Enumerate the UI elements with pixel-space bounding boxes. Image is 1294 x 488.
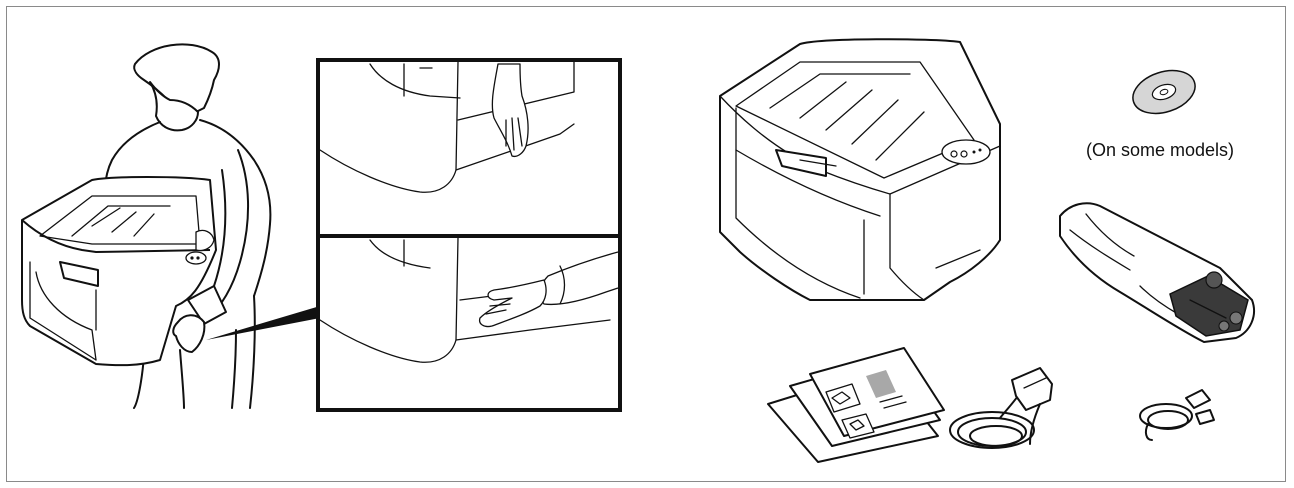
- toner-bag-icon: [1060, 203, 1254, 342]
- power-cord-icon: [950, 368, 1052, 448]
- usb-cable-icon: [1140, 390, 1214, 440]
- on-some-models-caption: (On some models): [1086, 140, 1234, 161]
- document-icon: [768, 348, 944, 462]
- cd-disc-icon: [1127, 63, 1200, 121]
- inset-panels: [318, 60, 620, 410]
- printer-icon: [720, 39, 1000, 300]
- person-carrying-printer-icon: [22, 44, 270, 408]
